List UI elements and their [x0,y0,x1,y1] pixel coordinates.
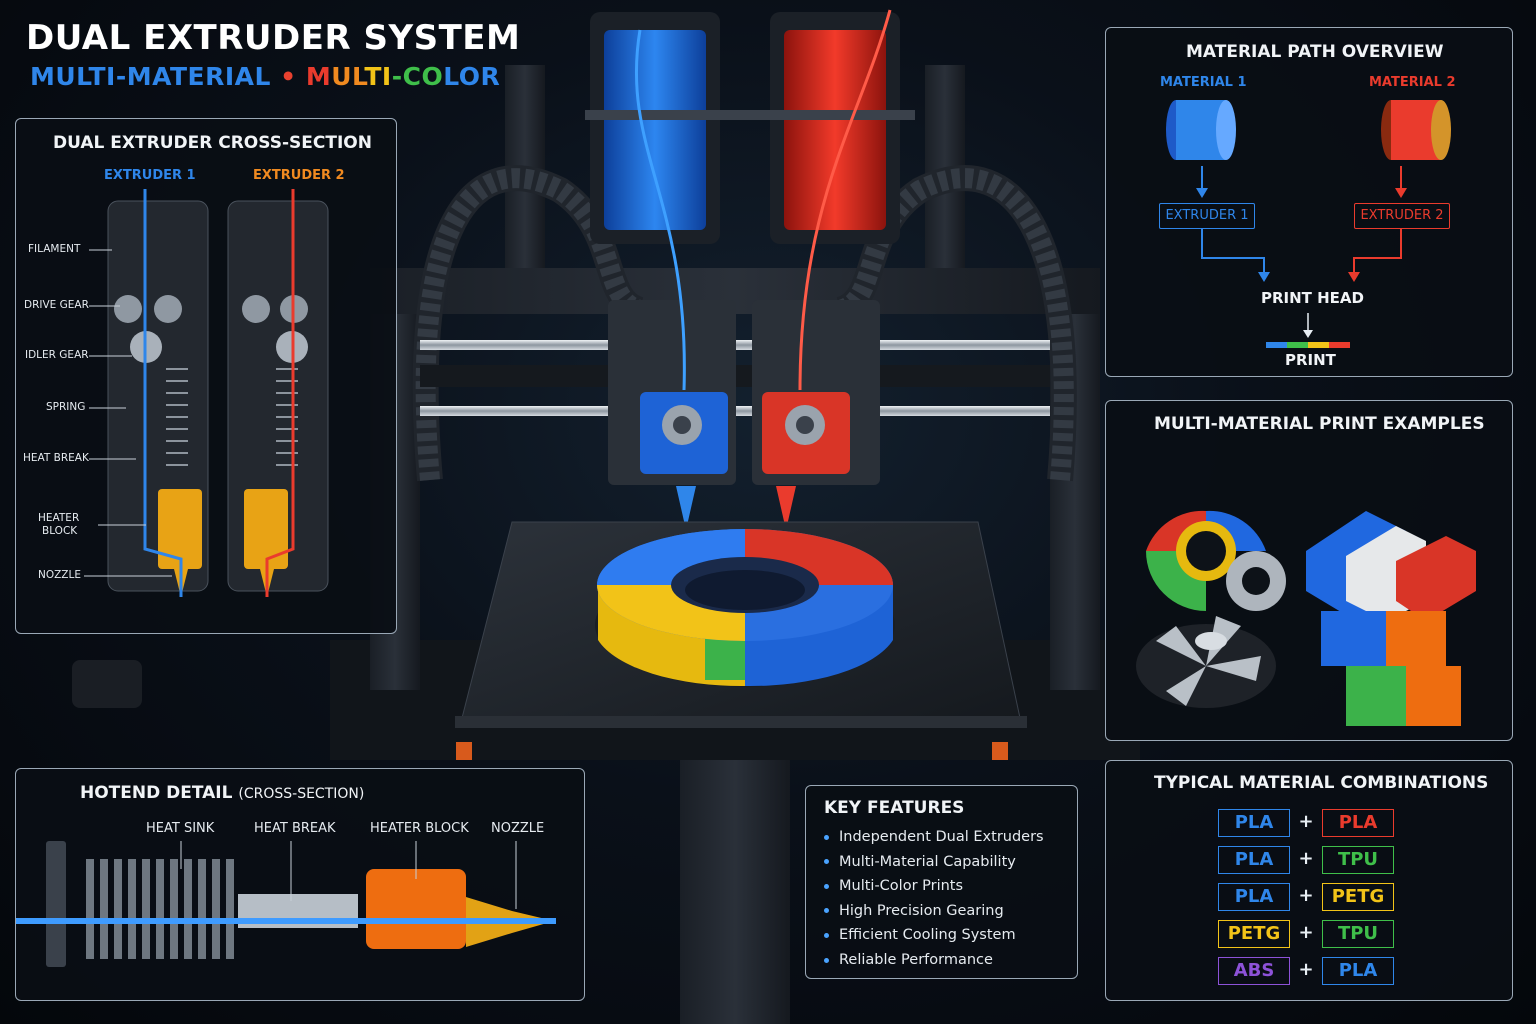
label-idler-gear: IDLER GEAR [25,349,89,361]
combo-plus: + [1298,811,1314,832]
subtitle-letter: L [352,62,365,91]
extruder-2-label: EXTRUDER 2 [253,168,345,183]
example-turbine-icon [1136,616,1276,708]
combo-right-material: TPU [1322,846,1394,874]
label-heat-break: HEAT BREAK [23,452,89,464]
subtitle-letter: O [458,62,481,91]
bullet-icon [824,908,829,914]
path-extruder-1-box: EXTRUDER 1 [1159,203,1255,229]
material-1-label: MATERIAL 1 [1160,75,1247,90]
subtitle-letter: T [364,62,382,91]
combo-right-material: PLA [1322,809,1394,837]
print-examples-title: MULTI-MATERIAL PRINT EXAMPLES [1154,414,1485,434]
extruder-1-label: EXTRUDER 1 [104,168,196,183]
hotend-detail-panel: HOTEND DETAIL (CROSS-SECTION) HEAT SINK … [15,768,585,1001]
combo-row: PLA + TPU [1218,846,1394,874]
material-path-panel: MATERIAL PATH OVERVIEW MATERIAL 1 MATERI… [1105,27,1513,377]
material-2-label: MATERIAL 2 [1369,75,1456,90]
subtitle-letter: - [391,62,403,91]
combo-row: PLA + PLA [1218,809,1394,837]
subtitle-letter: U [331,62,353,91]
hotend-title: HOTEND DETAIL (CROSS-SECTION) [80,783,364,803]
cross-section-title: DUAL EXTRUDER CROSS-SECTION [53,133,372,153]
subtitle-separator: • [270,62,306,91]
combo-plus: + [1298,885,1314,906]
material-path-diagram [1166,100,1451,348]
bullet-icon [824,859,829,865]
hotend-drawing [16,841,556,967]
feature-item: Independent Dual Extruders [824,829,1044,845]
label-drive-gear: DRIVE GEAR [24,299,89,311]
bullet-icon [824,883,829,889]
combo-left-material: PLA [1218,883,1290,911]
feature-text: Efficient Cooling System [839,927,1016,944]
hotend-label-heater-block: HEATER BLOCK [370,821,469,836]
print-examples-panel: MULTI-MATERIAL PRINT EXAMPLES [1105,400,1513,741]
page-title: DUAL EXTRUDER SYSTEM [26,18,521,58]
subtitle-multi-material: MULTI-MATERIAL [30,62,271,91]
hotend-label-heat-sink: HEAT SINK [146,821,215,836]
material-combos-title: TYPICAL MATERIAL COMBINATIONS [1154,773,1489,793]
combo-right-material: TPU [1322,920,1394,948]
print-head-label: PRINT HEAD [1261,289,1364,307]
label-heater-block-line1: HEATER [38,512,80,524]
feature-text: Multi-Material Capability [839,853,1016,870]
combo-left-material: PETG [1218,920,1290,948]
feature-text: High Precision Gearing [839,902,1004,919]
hotend-label-nozzle: NOZZLE [491,821,545,836]
subtitle-letter: C [402,62,422,91]
combo-row: ABS + PLA [1218,957,1394,985]
extruder-cross-section-drawing [84,189,329,597]
combo-row: PETG + TPU [1218,920,1394,948]
subtitle-letter: I [381,62,392,91]
combo-right-material: PLA [1322,957,1394,985]
label-filament: FILAMENT [28,243,81,255]
combo-left-material: PLA [1218,809,1290,837]
label-nozzle: NOZZLE [38,569,81,581]
feature-item: Reliable Performance [824,952,993,968]
combo-right-material: PETG [1322,883,1394,911]
example-gear-icon [1146,510,1286,611]
subtitle-letter: L [443,62,459,91]
print-label: PRINT [1285,351,1336,369]
hotend-title-suffix: (CROSS-SECTION) [238,786,365,802]
subtitle-letter: M [305,62,332,91]
key-features-title: KEY FEATURES [824,798,965,818]
feature-item: High Precision Gearing [824,903,1004,919]
cross-section-panel: DUAL EXTRUDER CROSS-SECTION EXTRUDER 1 E… [15,118,397,634]
feature-text: Independent Dual Extruders [839,829,1044,845]
combo-row: PLA + PETG [1218,883,1394,911]
subtitle-letter: R [480,62,501,91]
bullet-icon [824,834,829,840]
label-heater-block-line2: BLOCK [42,525,78,537]
example-cube-icon [1321,611,1461,726]
path-extruder-2-box: EXTRUDER 2 [1354,203,1450,229]
example-bracket-icon [1306,511,1476,621]
feature-item: Efficient Cooling System [824,927,1016,943]
material-path-title: MATERIAL PATH OVERVIEW [1186,42,1444,62]
combo-left-material: PLA [1218,846,1290,874]
combo-plus: + [1298,922,1314,943]
subtitle-letter: O [421,62,444,91]
subtitle-multi-color: MULTI-COLOR [306,62,500,91]
label-spring: SPRING [46,401,86,413]
print-examples-images [1136,510,1476,726]
hotend-title-text: HOTEND DETAIL [80,783,233,803]
hotend-label-heat-break: HEAT BREAK [254,821,336,836]
combo-left-material: ABS [1218,957,1290,985]
page-subtitle: MULTI-MATERIAL • MULTI-COLOR [30,62,500,91]
bullet-icon [824,957,829,963]
combo-plus: + [1298,959,1314,980]
bullet-icon [824,932,829,938]
combo-plus: + [1298,848,1314,869]
feature-item: Multi-Material Capability [824,854,1016,870]
feature-text: Reliable Performance [839,952,993,968]
feature-text: Multi-Color Prints [839,878,964,895]
feature-item: Multi-Color Prints [824,878,963,894]
